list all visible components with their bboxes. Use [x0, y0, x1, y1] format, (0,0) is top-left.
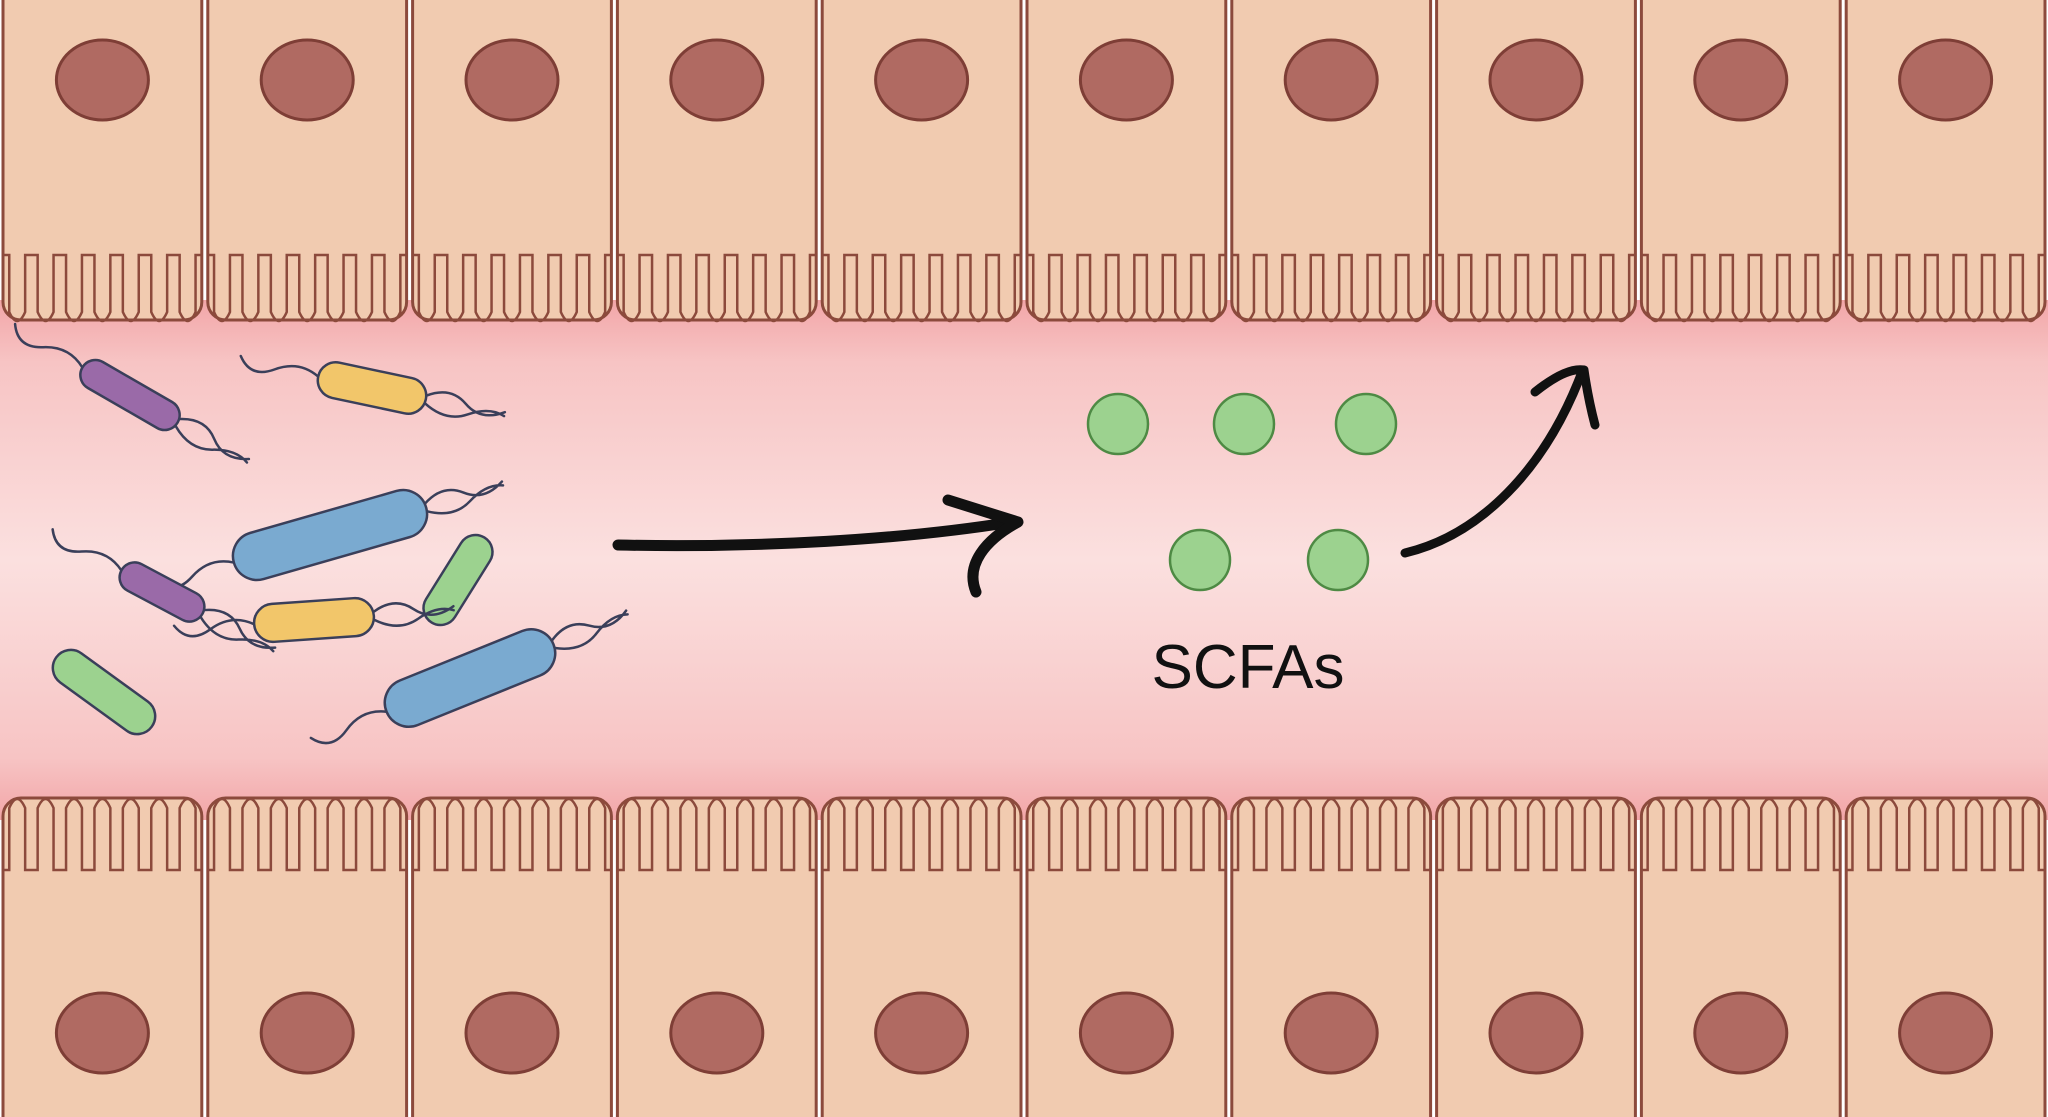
- nucleus: [1898, 38, 1994, 122]
- microvilli: [1436, 797, 1636, 872]
- bacterium: [239, 354, 507, 418]
- microvilli: [1641, 253, 1841, 323]
- bacterium-body: [252, 596, 376, 644]
- top-epithelium: [1, 0, 2047, 323]
- fermentation-arrowhead: [942, 494, 1024, 598]
- microvilli: [1027, 797, 1226, 872]
- nucleus: [1078, 38, 1174, 122]
- flagellum: [172, 602, 455, 638]
- nucleus: [874, 38, 970, 122]
- nucleus: [464, 991, 560, 1075]
- microvilli: [3, 253, 202, 323]
- nucleus: [669, 991, 765, 1075]
- microvilli: [1436, 253, 1636, 323]
- nucleus: [259, 38, 355, 122]
- microvilli: [1846, 253, 2045, 323]
- nucleus: [874, 991, 970, 1075]
- microvilli: [1231, 253, 1431, 323]
- nucleus: [1488, 991, 1584, 1075]
- bacterium-body: [118, 561, 206, 623]
- nucleus: [54, 38, 150, 122]
- microvilli: [617, 797, 817, 872]
- microvilli: [1641, 797, 1841, 872]
- microvilli: [412, 797, 612, 872]
- bacterium: [51, 648, 157, 736]
- bacterium: [172, 596, 455, 644]
- bacterium-body: [383, 628, 557, 728]
- microvilli: [1231, 797, 1431, 872]
- nucleus: [1283, 38, 1379, 122]
- scfa-molecule: [1306, 528, 1370, 592]
- fermentation-arrow: [612, 516, 1018, 552]
- microvilli: [207, 253, 407, 323]
- nucleus: [1693, 991, 1789, 1075]
- microvilli: [207, 797, 407, 872]
- nucleus: [1078, 991, 1174, 1075]
- nucleus: [669, 38, 765, 122]
- nucleus: [1898, 991, 1994, 1075]
- bacterium-body: [79, 358, 181, 432]
- microvilli: [617, 253, 817, 323]
- absorption-arrowhead: [1530, 365, 1600, 430]
- microvilli: [822, 253, 1021, 323]
- scfa-label: SCFAs: [1152, 633, 1345, 702]
- bacterium: [13, 322, 251, 464]
- scfa-molecule: [1086, 392, 1150, 456]
- microvilli: [3, 797, 202, 872]
- bacterium-body: [51, 648, 157, 736]
- bottom-epithelium: [1, 796, 2047, 1117]
- absorption-arrow: [1400, 367, 1587, 558]
- flagellum: [309, 609, 629, 745]
- nucleus: [1693, 38, 1789, 122]
- microvilli: [1846, 797, 2045, 872]
- scfa-molecule: [1334, 392, 1398, 456]
- bacterium-body: [422, 533, 494, 627]
- scfa-molecule: [1168, 528, 1232, 592]
- scfa-molecule: [1212, 392, 1276, 456]
- flagellum: [13, 322, 251, 464]
- bacterium-body: [316, 361, 428, 415]
- nucleus: [259, 991, 355, 1075]
- bacterium: [422, 533, 494, 627]
- nucleus: [464, 38, 560, 122]
- microvilli: [412, 253, 612, 323]
- nucleus: [54, 991, 150, 1075]
- nucleus: [1283, 991, 1379, 1075]
- microvilli: [822, 797, 1021, 872]
- bacterium-body: [231, 488, 429, 582]
- bacterium: [309, 609, 629, 745]
- scfa-molecules: [1086, 392, 1398, 592]
- microvilli: [1027, 253, 1226, 323]
- flagellum: [239, 354, 507, 418]
- bacteria-cluster: [13, 322, 629, 745]
- nucleus: [1488, 38, 1584, 122]
